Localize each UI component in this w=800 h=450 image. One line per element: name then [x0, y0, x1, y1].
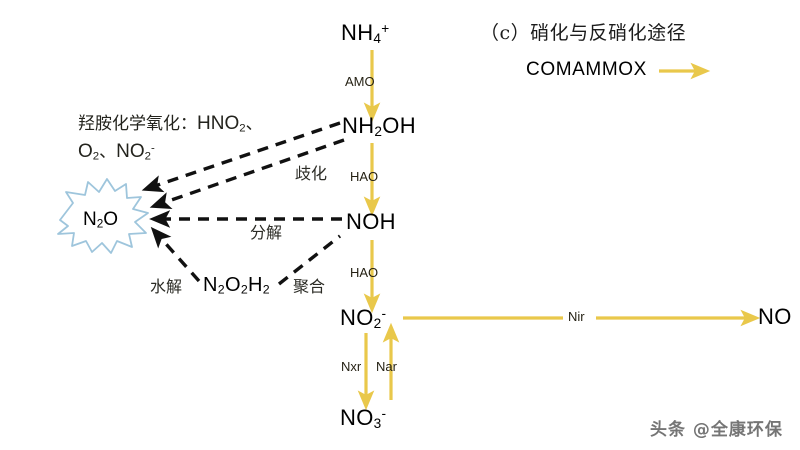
label-hydrolysis: 水解 — [150, 277, 183, 296]
label-hao-1: HAO — [350, 169, 379, 184]
node-nitric-oxide: NO — [758, 304, 792, 329]
dashed-hydrolysis-to-n2o — [150, 226, 201, 283]
label-amo: AMO — [345, 74, 375, 89]
node-nitrous-oxide: N2O — [83, 209, 119, 231]
label-polymerization: 聚合 — [293, 277, 326, 296]
note-prefix: 羟胺化学氧化： — [78, 114, 197, 134]
note-chemical-oxidation: 羟胺化学氧化：HNO2、 O2、NO2- — [78, 110, 348, 165]
watermark: 头条 @全康环保 — [650, 420, 783, 440]
label-nir: Nir — [568, 309, 585, 324]
diagram-title: （c）硝化与反硝化途径 — [480, 22, 687, 44]
label-hao-2: HAO — [350, 265, 379, 280]
node-ammonium: NH4+ — [341, 20, 390, 47]
note-separator-2: 、 — [99, 141, 117, 162]
legend-comammox-label: COMAMMOX — [526, 59, 647, 80]
label-nar: Nar — [376, 359, 397, 374]
node-nitroxyl: NOH — [346, 209, 396, 234]
label-disproportionation: 歧化 — [295, 164, 328, 183]
note-separator-1: 、 — [245, 114, 263, 134]
node-nitrite: NO2- — [340, 305, 387, 332]
note-reagent-1: HNO2 — [197, 113, 246, 135]
node-hydroxylamine: NH2OH — [342, 113, 416, 139]
note-reagent-3: NO2- — [116, 140, 155, 163]
note-reagent-2: O2 — [78, 140, 100, 163]
label-decomposition: 分解 — [250, 223, 283, 242]
node-hyponitrous-acid: N2O2H2 — [203, 274, 270, 297]
node-nitrate: NO3- — [340, 405, 387, 432]
label-nxr: Nxr — [341, 359, 362, 374]
